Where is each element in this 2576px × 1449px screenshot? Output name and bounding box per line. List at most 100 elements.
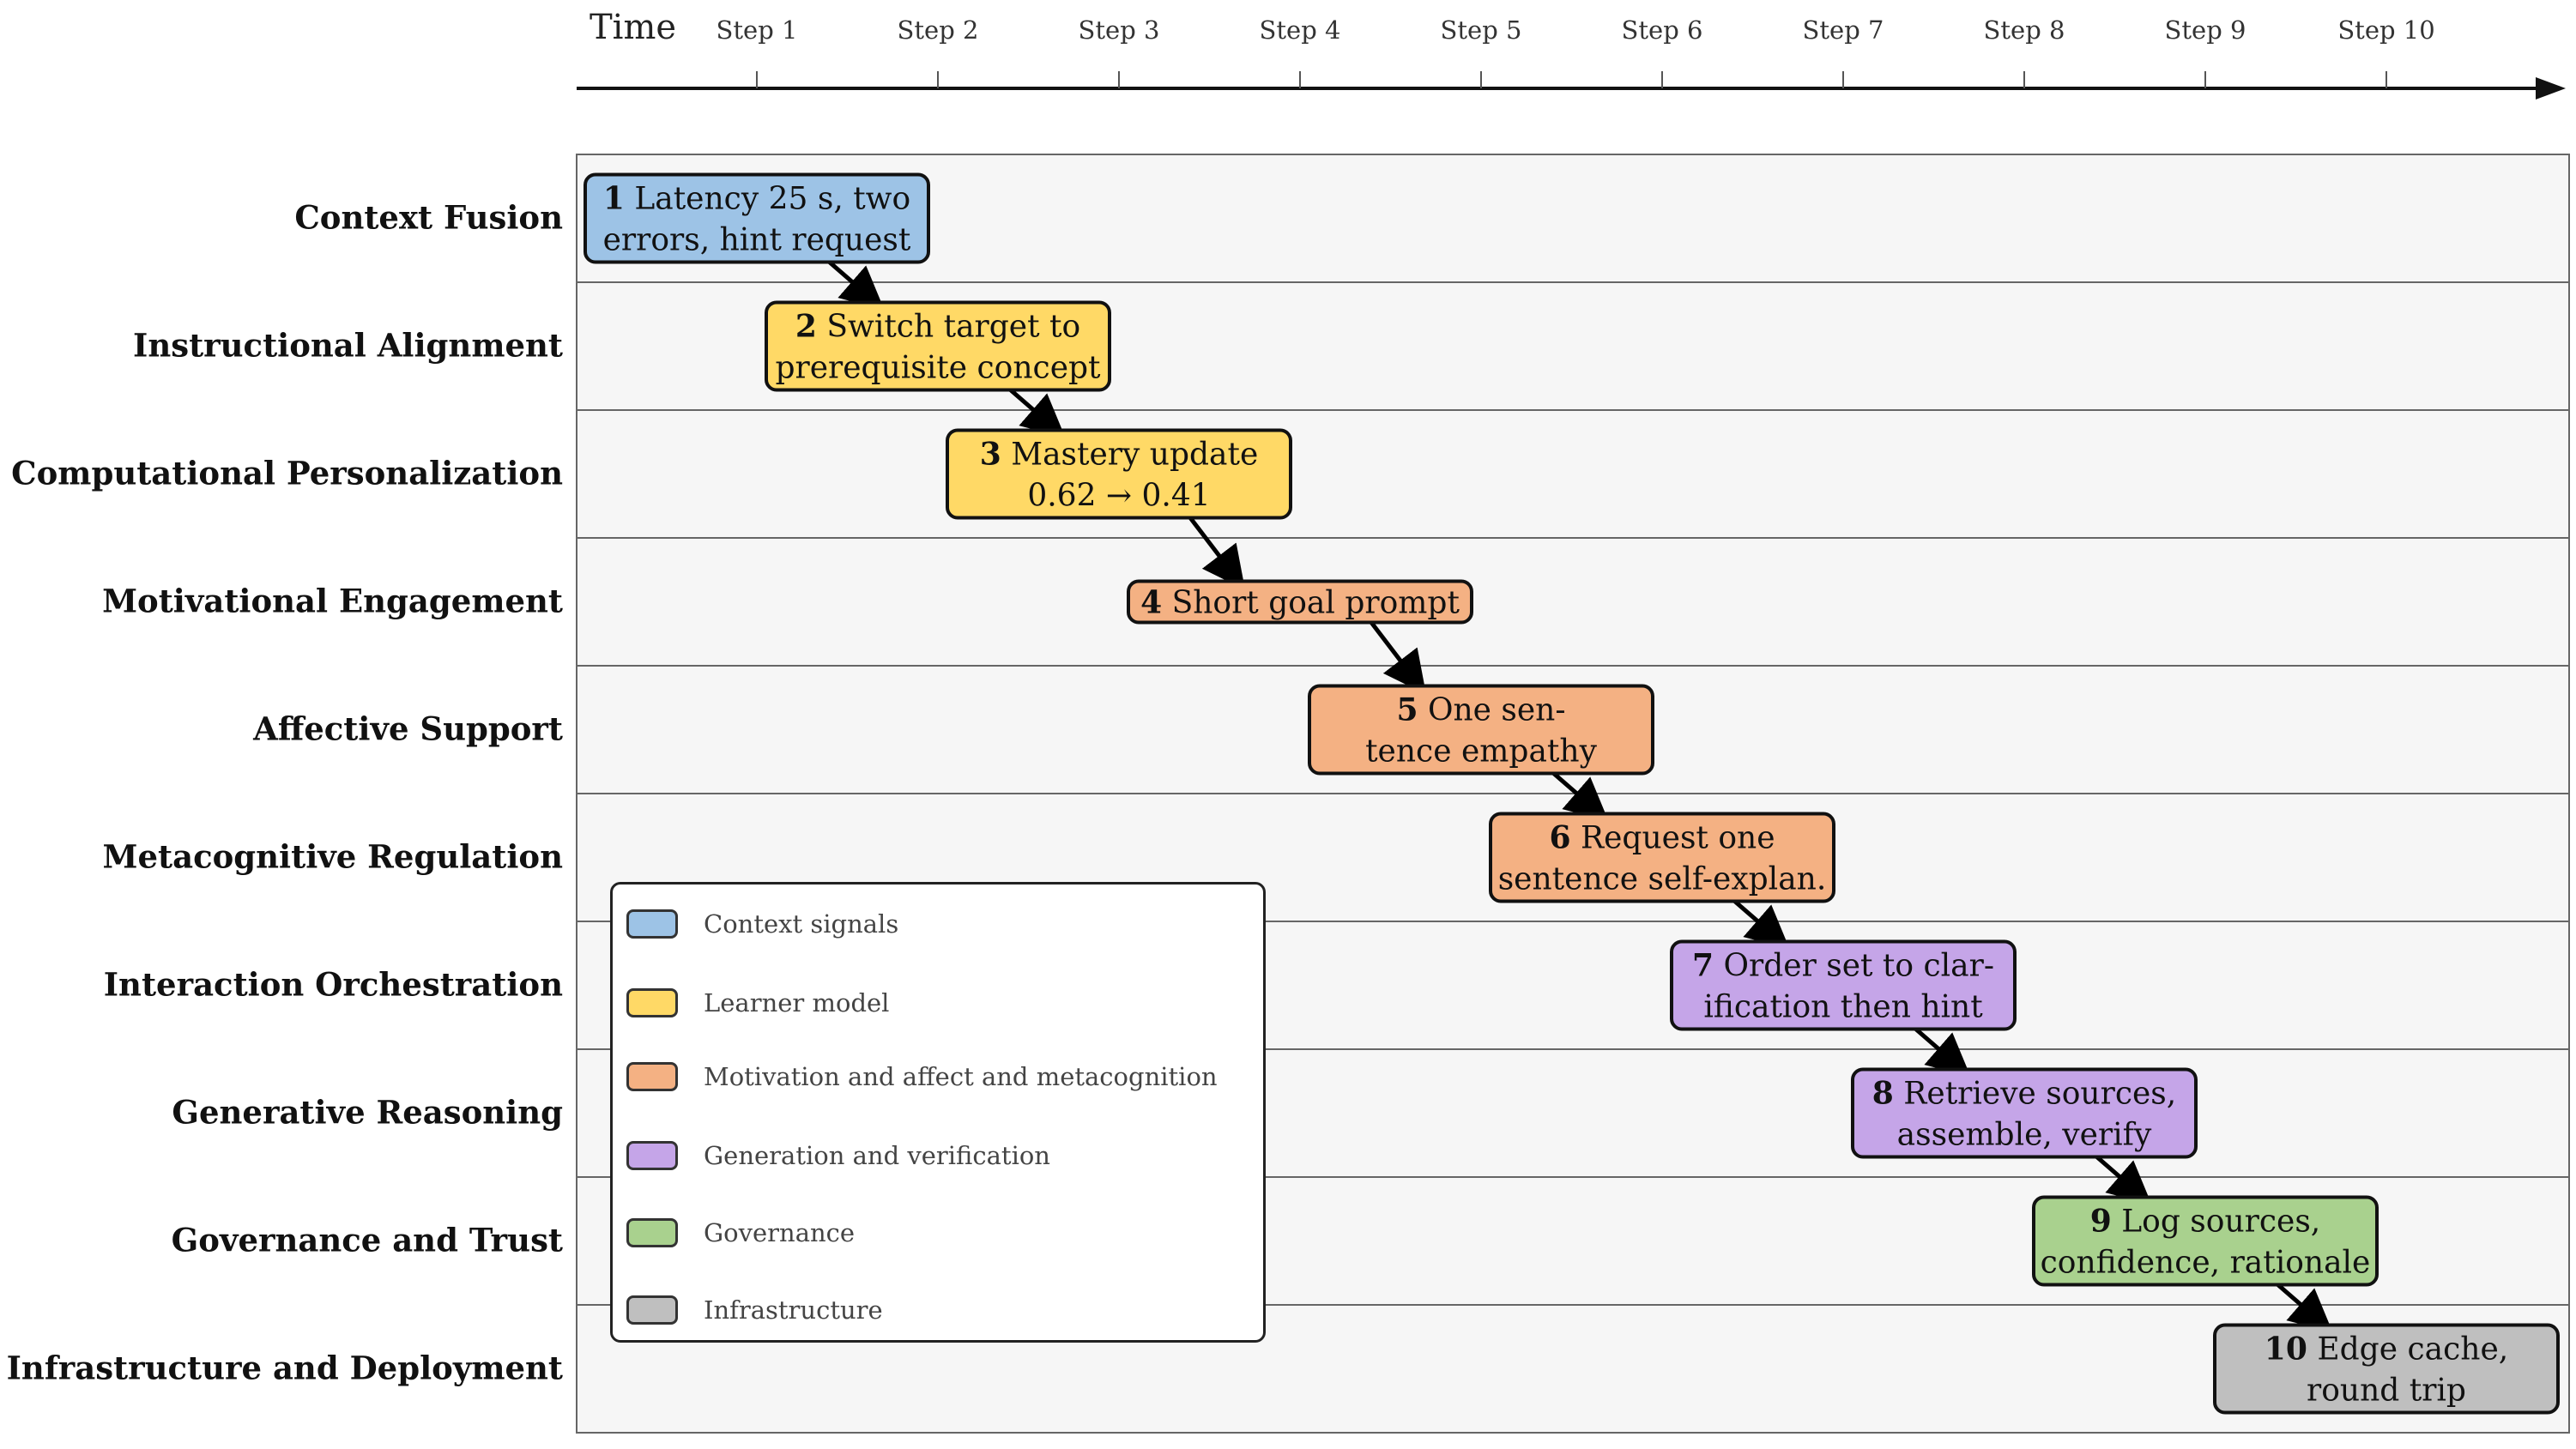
- time-step-label: Step 9: [2165, 15, 2246, 45]
- legend-label: Governance: [704, 1218, 856, 1247]
- step-node: 3 Mastery update 0.62 → 0.41: [946, 428, 1292, 520]
- time-step-label: Step 2: [898, 15, 979, 45]
- step-node-title: 8 Retrieve sources,: [1872, 1076, 2176, 1112]
- step-node-number: 6: [1550, 820, 1571, 856]
- legend-item-generation: Generation and verification: [613, 1135, 1050, 1176]
- lane-label: Governance and Trust: [172, 1222, 563, 1259]
- step-node-number: 8: [1872, 1076, 1894, 1112]
- lane-label: Context Fusion: [294, 199, 563, 237]
- step-node-number: 1: [603, 181, 625, 217]
- step-node-text: prerequisite concept: [775, 351, 1101, 386]
- step-node-text: 0.62 → 0.41: [1027, 479, 1210, 514]
- step-node-box: [2213, 1323, 2560, 1415]
- step-node-title: 1 Latency 25 s, two: [603, 181, 910, 217]
- step-node-text: sentence self-explan.: [1498, 862, 1827, 897]
- legend-swatch: [626, 1218, 678, 1247]
- step-connector-arrow: [1729, 896, 1790, 950]
- step-node-text: assemble, verify: [1897, 1118, 2152, 1153]
- time-step-label: Step 5: [1441, 15, 1522, 45]
- step-node-box: [1851, 1067, 2198, 1159]
- legend-label: Infrastructure: [704, 1295, 883, 1325]
- step-node-box: [584, 172, 930, 264]
- step-connector-arrow: [1005, 384, 1066, 438]
- step-node: 8 Retrieve sources, assemble, verify: [1851, 1067, 2198, 1159]
- legend-swatch: [626, 1062, 678, 1091]
- lane-row: [576, 409, 2570, 539]
- step-node-number: 2: [795, 309, 817, 345]
- legend-label: Motivation and affect and metacognition: [704, 1062, 1218, 1091]
- time-step-label: Step 10: [2337, 15, 2434, 45]
- step-node-box: [1670, 939, 2017, 1031]
- step-node-box: [946, 428, 1292, 520]
- step-node-line: One sen-: [1418, 693, 1566, 728]
- legend-swatch: [626, 988, 678, 1017]
- lane-label: Metacognitive Regulation: [103, 838, 564, 876]
- step-node: 6 Request one sentence self-explan.: [1489, 812, 1835, 903]
- step-node-line: Retrieve sources,: [1894, 1077, 2176, 1112]
- step-node-box: [1489, 812, 1835, 903]
- step-connector-arrow: [1910, 1023, 1971, 1078]
- step-node-line: Log sources,: [2112, 1204, 2320, 1240]
- step-connector-arrow: [1367, 617, 1427, 695]
- step-node-box: [1308, 684, 1654, 776]
- legend-item-context: Context signals: [613, 903, 898, 945]
- step-node-box: [2032, 1195, 2379, 1287]
- time-axis: Time Step 1 Step 2 Step 3 Step 4 Step 5 Step …: [577, 8, 2566, 100]
- step-node-line: Edge cache,: [2307, 1332, 2508, 1367]
- step-node-number: 5: [1396, 692, 1418, 728]
- step-connector-arrow: [824, 257, 885, 311]
- legend-swatch: [626, 1295, 678, 1325]
- time-step-label: Step 1: [717, 15, 798, 45]
- step-node-title: 4 Short goal prompt: [1140, 585, 1460, 621]
- step-node: 9 Log sources, confidence, rationale: [2032, 1195, 2379, 1287]
- legend-item-governance: Governance: [613, 1212, 855, 1253]
- lane-label: Motivational Engagement: [102, 583, 563, 620]
- step-node-text: round trip: [2307, 1374, 2466, 1409]
- time-axis-title: Time: [590, 8, 676, 47]
- step-node-title: 5 One sen-: [1396, 692, 1565, 728]
- legend-label: Learner model: [704, 988, 890, 1017]
- step-node-line: Order set to clar-: [1714, 949, 1994, 984]
- step-node-number: 4: [1140, 585, 1162, 621]
- step-node-text: ification then hint: [1703, 990, 1983, 1025]
- step-node-title: 9 Log sources,: [2090, 1204, 2321, 1240]
- step-node-number: 3: [980, 437, 1001, 473]
- legend-swatch: [626, 1141, 678, 1170]
- lane-label: Instructional Alignment: [133, 327, 563, 365]
- time-step-label: Step 8: [1984, 15, 2065, 45]
- step-node-line: Request one: [1571, 821, 1775, 856]
- step-connector-arrow: [2091, 1151, 2152, 1205]
- lane-label: Generative Reasoning: [172, 1094, 563, 1132]
- legend-item-motivation: Motivation and affect and metacognition: [613, 1056, 1218, 1097]
- step-node-title: 10 Edge cache,: [2265, 1331, 2508, 1367]
- lane-row: [576, 537, 2570, 667]
- legend-label: Context signals: [704, 909, 899, 939]
- legend-swatch: [626, 909, 678, 939]
- lane-label: Infrastructure and Deployment: [7, 1349, 563, 1387]
- step-node-box: [1127, 579, 1473, 625]
- lane-label: Interaction Orchestration: [104, 966, 563, 1004]
- step-connector-arrow: [1186, 512, 1246, 590]
- step-node-title: 6 Request one: [1550, 820, 1775, 856]
- step-node: 5 One sen-tence empathy: [1308, 684, 1654, 776]
- step-node-text: tence empathy: [1365, 734, 1597, 770]
- step-node: 4 Short goal prompt: [1127, 579, 1473, 625]
- step-node-line: Mastery update: [1001, 438, 1259, 473]
- step-node-text: confidence, rationale: [2041, 1246, 2371, 1281]
- legend-label: Generation and verification: [704, 1141, 1050, 1170]
- step-node: 2 Switch target to prerequisite concept: [765, 300, 1111, 392]
- step-node: 10 Edge cache, round trip: [2213, 1323, 2560, 1415]
- step-node: 7 Order set to clar-ification then hint: [1670, 939, 2017, 1031]
- lane-label: Affective Support: [252, 710, 563, 748]
- step-node-line: Switch target to: [817, 310, 1080, 345]
- step-node-box: [765, 300, 1111, 392]
- legend-item-learner: Learner model: [613, 982, 889, 1023]
- time-axis-arrowhead: [2536, 77, 2566, 100]
- connectors: [824, 257, 2333, 1333]
- time-step-label: Step 4: [1260, 15, 1341, 45]
- time-step-label: Step 3: [1079, 15, 1160, 45]
